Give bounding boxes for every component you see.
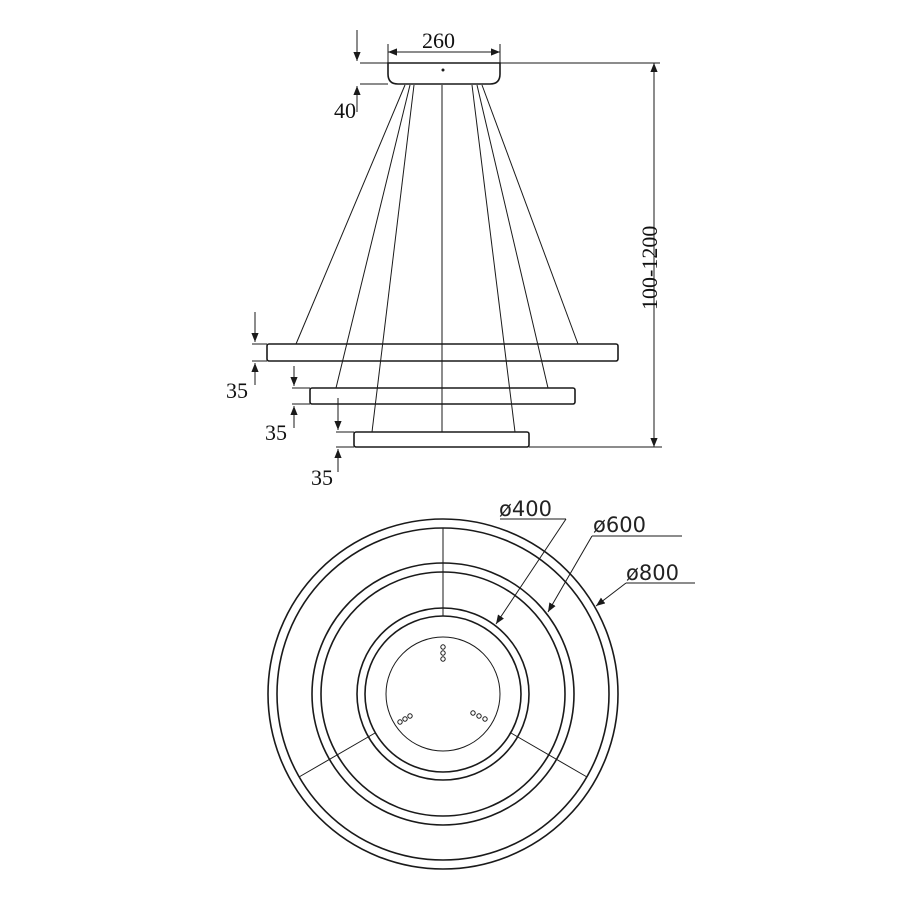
- diameter-large-label: ø800: [626, 561, 679, 585]
- canopy-width-label: 260: [422, 28, 455, 53]
- diameter-leaders: [495, 518, 695, 625]
- radial-spokes: [298, 528, 588, 778]
- ring-middle-thickness-label: 35: [265, 420, 287, 445]
- ring-bottom-thickness-label: 35: [311, 465, 333, 490]
- canopy: [353, 30, 660, 112]
- ring-top-side: [266, 343, 619, 362]
- ring-thickness-markers: [251, 312, 354, 472]
- drop-length-label: 100-1200: [637, 226, 662, 310]
- canopy-outline-top: [385, 636, 501, 752]
- canopy-height-label: 40: [334, 98, 356, 123]
- diameter-medium-label: ø600: [593, 513, 646, 537]
- cable-attachment-points: [397, 644, 488, 725]
- diameter-small-label: ø400: [499, 497, 552, 521]
- drop-length-dimension: [529, 63, 662, 448]
- suspension-cables: [295, 84, 579, 433]
- top-view: ø400 ø600 ø800: [267, 497, 695, 870]
- ring-top-thickness-label: 35: [226, 378, 248, 403]
- ring-bottom-side: [353, 431, 530, 448]
- ring-small-top: [356, 607, 530, 781]
- ring-middle-side: [309, 387, 576, 405]
- side-view: 260 40: [226, 28, 662, 490]
